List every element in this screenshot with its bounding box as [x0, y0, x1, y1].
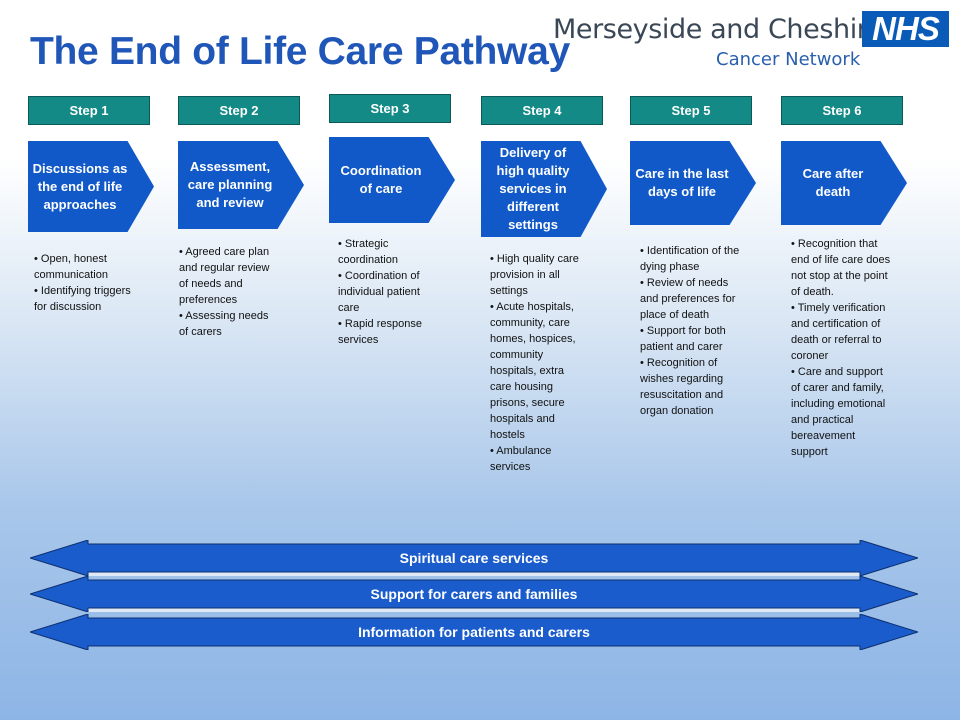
bullet-item: • Agreed care plan and regular review of… [179, 246, 270, 306]
step-4-box: Delivery of high quality services in dif… [481, 141, 607, 237]
step-4-tab: Step 4 [481, 96, 603, 125]
double-arrow-shape [30, 540, 918, 576]
step-2-box: Assessment, care planning and review [178, 141, 304, 229]
nhs-logo: NHS [862, 11, 949, 47]
step-1-tab: Step 1 [28, 96, 150, 125]
step-3-tab: Step 3 [329, 94, 451, 123]
step-6-tab: Step 6 [781, 96, 903, 125]
step-5-box: Care in the last days of life [630, 141, 756, 225]
bullet-item: • Rapid response services [338, 318, 422, 346]
bullet-item: • Identification of the dying phase [640, 245, 740, 273]
bullet-item: • Open, honest communication [34, 253, 108, 281]
patient-information-band: Information for patients and carers [30, 614, 918, 650]
bullet-item: • Review of needs and preferences for pl… [640, 277, 736, 321]
band-label: Support for carers and families [370, 586, 578, 602]
org-name: Merseyside and Cheshire [553, 14, 884, 45]
step-6-bullets: • Recognition that end of life care does… [791, 236, 891, 460]
step-6-box: Care after death [781, 141, 907, 225]
page-title: The End of Life Care Pathway [30, 30, 570, 73]
org-subtitle: Cancer Network [716, 49, 861, 70]
bullet-item: • Coordination of individual patient car… [338, 270, 420, 314]
step-2-bullets: • Agreed care plan and regular review of… [179, 244, 279, 340]
bullet-item: • Support for both patient and carer [640, 325, 726, 353]
band-label: Spiritual care services [399, 550, 549, 566]
band-label: Information for patients and carers [358, 624, 590, 640]
bullet-item: • Recognition that end of life care does… [791, 238, 891, 298]
bullet-item: • High quality care provision in all set… [490, 253, 579, 297]
bullet-item: • Strategic coordination [338, 238, 398, 266]
bullet-item: • Care and support of carer and family, … [791, 366, 886, 458]
bullet-item: • Assessing needs of carers [179, 310, 269, 338]
bullet-item: • Timely verification and certification … [791, 302, 886, 362]
step-1-box: Discussions as the end of life approache… [28, 141, 154, 232]
double-arrow-shape [30, 614, 918, 650]
bullet-item: • Identifying triggers for discussion [34, 285, 131, 313]
spiritual-care-band: Spiritual care services [30, 540, 918, 576]
step-5-tab: Step 5 [630, 96, 752, 125]
carers-support-band: Support for carers and families [30, 576, 918, 612]
step-3-bullets: • Strategic coordination • Coordination … [338, 236, 428, 348]
double-arrow-shape [30, 576, 918, 612]
step-5-bullets: • Identification of the dying phase • Re… [640, 243, 740, 419]
step-4-bullets: • High quality care provision in all set… [490, 251, 585, 475]
bullet-item: • Recognition of wishes regarding resusc… [640, 357, 724, 417]
step-2-tab: Step 2 [178, 96, 300, 125]
step-3-box: Coordination of care [329, 137, 455, 223]
bullet-item: • Acute hospitals, community, care homes… [490, 301, 576, 441]
step-1-bullets: • Open, honest communication • Identifyi… [34, 251, 134, 315]
bullet-item: • Ambulance services [490, 445, 552, 473]
